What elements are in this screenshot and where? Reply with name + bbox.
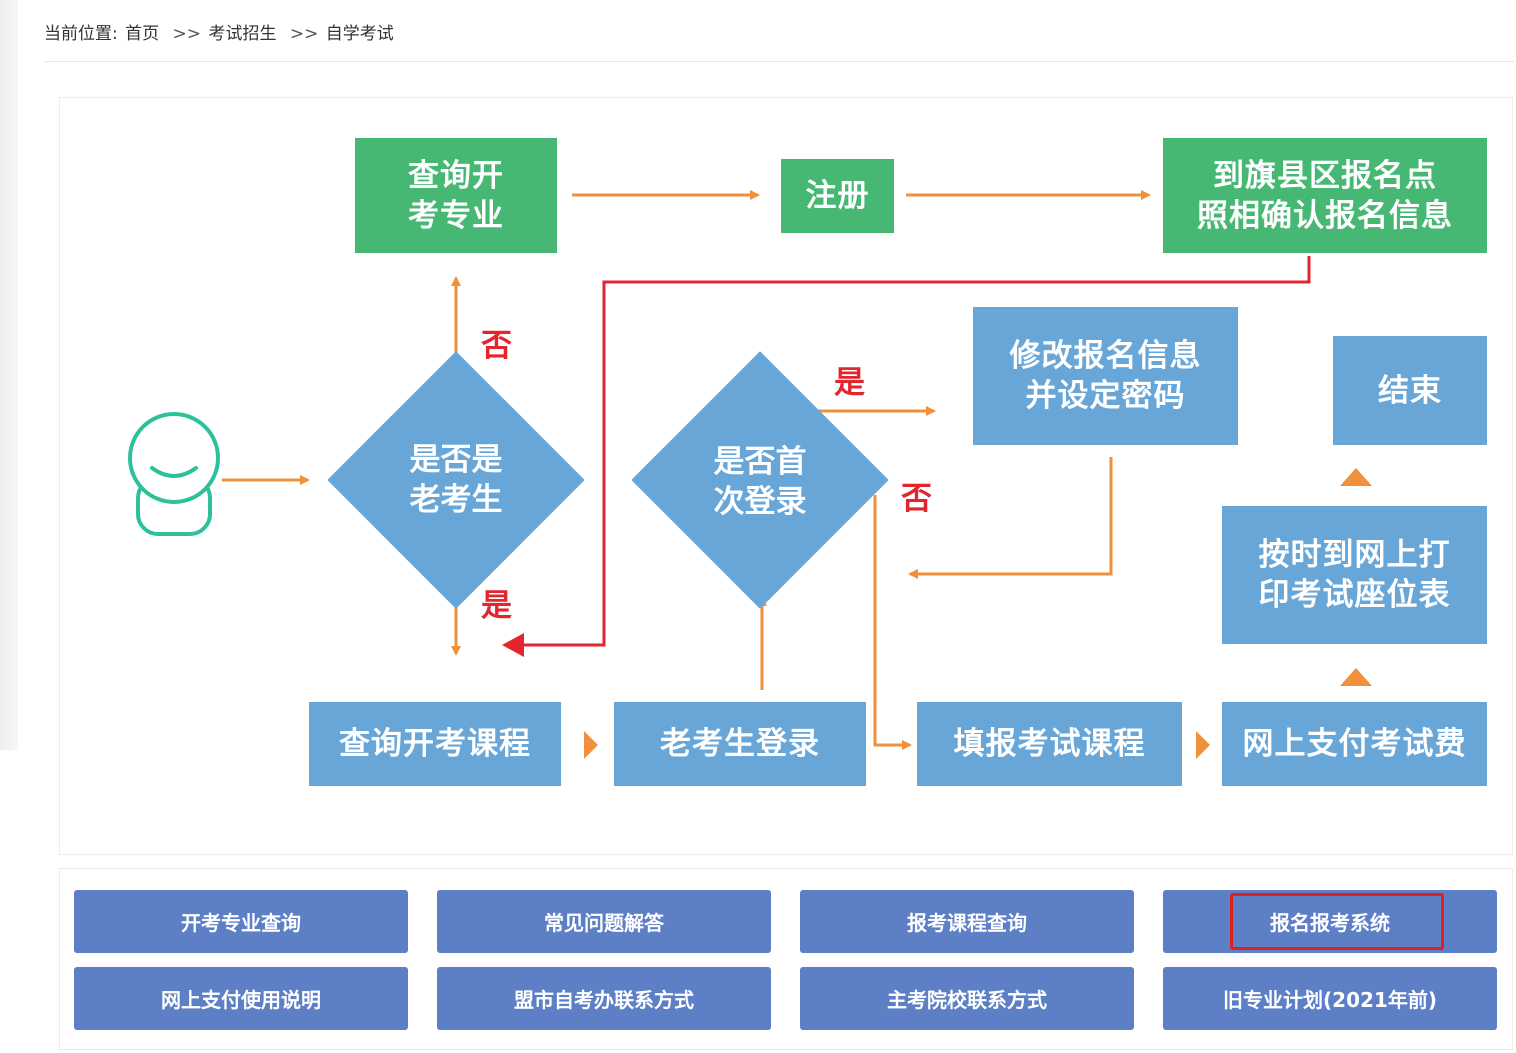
breadcrumb-separator: >>: [172, 24, 202, 44]
left-gutter: [0, 0, 18, 750]
quick-links-panel: [59, 868, 1513, 1050]
breadcrumb-self-study-exam[interactable]: 自学考试: [325, 24, 394, 44]
old-major-plan-button[interactable]: 旧专业计划(2021年前): [1163, 967, 1497, 1030]
flow-step-query-course: 查询开考课程: [309, 702, 561, 786]
breadcrumb-exam-enrollment[interactable]: 考试招生: [208, 24, 277, 44]
flow-step-modify-info: 修改报名信息 并设定密码: [973, 307, 1238, 445]
label-yes: 是: [481, 588, 512, 624]
flow-step-pay-fee: 网上支付考试费: [1222, 702, 1487, 786]
user-icon: [128, 412, 220, 536]
flow-step-print-seat: 按时到网上打 印考试座位表: [1222, 506, 1487, 644]
faq-button[interactable]: 常见问题解答: [437, 890, 771, 953]
label-no: 否: [481, 328, 512, 364]
breadcrumb-prefix: 当前位置:: [44, 24, 118, 44]
league-office-contacts-button[interactable]: 盟市自考办联系方式: [437, 967, 771, 1030]
label-yes: 是: [834, 365, 865, 401]
label-no: 否: [901, 481, 932, 517]
flow-step-old-login: 老考生登录: [614, 702, 866, 786]
decision-old-candidate: 是否是 老考生: [409, 442, 503, 518]
breadcrumb-separator: >>: [289, 24, 319, 44]
flow-step-confirm-photo: 到旗县区报名点 照相确认报名信息: [1163, 138, 1487, 253]
flow-step-end: 结束: [1333, 336, 1487, 445]
breadcrumb: 当前位置: 首页 >> 考试招生 >> 自学考试: [44, 19, 396, 44]
breadcrumb-home[interactable]: 首页: [125, 24, 160, 44]
host-college-contacts-button[interactable]: 主考院校联系方式: [800, 967, 1134, 1030]
decision-first-login: 是否首 次登录: [713, 444, 807, 520]
online-payment-guide-button[interactable]: 网上支付使用说明: [74, 967, 408, 1030]
flow-step-fill-course: 填报考试课程: [917, 702, 1182, 786]
flow-step-query-major: 查询开 考专业: [355, 138, 557, 253]
registration-system-button[interactable]: 报名报考系统: [1163, 890, 1497, 953]
open-major-query-button[interactable]: 开考专业查询: [74, 890, 408, 953]
header-divider: [44, 61, 1514, 62]
course-query-button[interactable]: 报考课程查询: [800, 890, 1134, 953]
flow-step-register: 注册: [781, 159, 894, 233]
